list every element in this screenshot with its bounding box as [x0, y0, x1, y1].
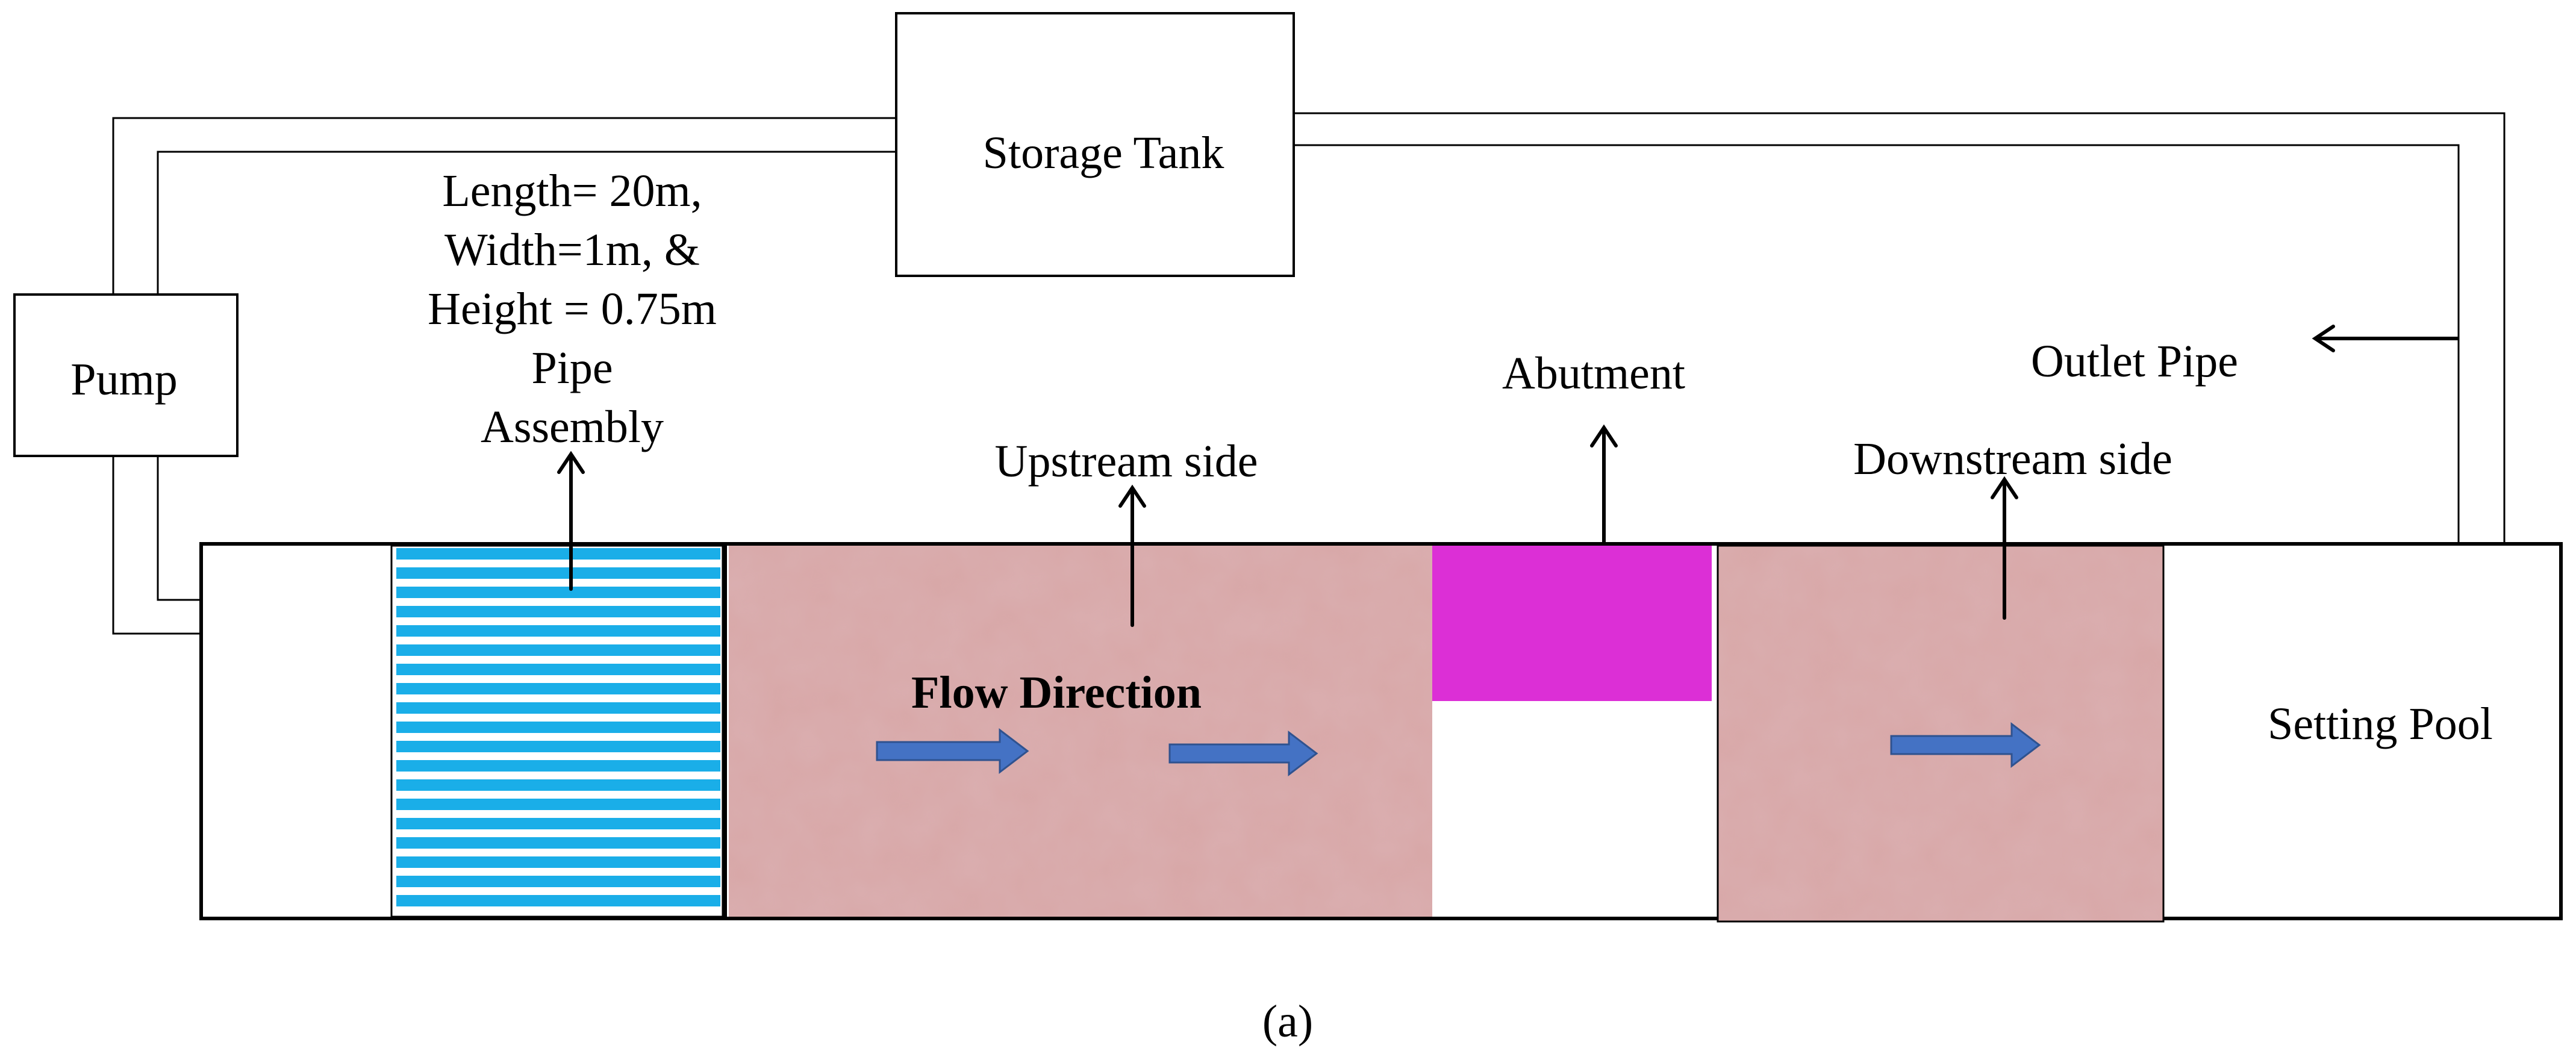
downstream-side-label: Downstream side [1853, 434, 2172, 484]
storage-tank-label: Storage Tank [982, 128, 1224, 178]
pipe-stripe-8 [396, 702, 720, 714]
pipe-loop-right [1294, 112, 2506, 544]
pump-label: Pump [70, 354, 178, 405]
up-arrow-upstream-icon [1118, 484, 1146, 627]
upstream-sediment-texture [729, 546, 1432, 917]
flow-arrow-1-icon [876, 728, 1029, 775]
flow-direction-label: Flow Direction [911, 667, 1202, 718]
upstream-side-label: Upstream side [994, 436, 1258, 487]
pipe-stripe-7 [396, 683, 720, 694]
up-arrow-downstream-icon [1991, 476, 2018, 620]
pipe-assembly-block [390, 544, 724, 918]
setting-pool-label: Setting Pool [2268, 699, 2493, 749]
up-arrow-abutment-icon [1590, 424, 1618, 546]
pipe-stripe-16 [396, 856, 720, 868]
pipe-stripe-18 [396, 895, 720, 906]
pointer-arrows [557, 325, 2459, 627]
pipe-assembly-label-line1: Pipe [531, 343, 613, 393]
pipe-stripe-5 [396, 644, 720, 656]
pipe-stripe-15 [396, 837, 720, 849]
flow-arrow-3-icon [1890, 722, 2041, 769]
pipe-stripe-13 [396, 799, 720, 810]
pipe-stripe-12 [396, 779, 720, 791]
pipe-assembly-stripes [396, 548, 720, 906]
pipe-stripe-3 [396, 606, 720, 617]
pipe-stripe-17 [396, 876, 720, 887]
pipe-right-outer [1294, 112, 2506, 544]
dimension-length: Length= 20m, [442, 166, 702, 216]
storage-tank-box [895, 12, 1295, 277]
flow-arrow-2-icon [1168, 730, 1318, 777]
pipe-assembly-label-line2: Assembly [481, 402, 664, 452]
pipe-right-inner [1294, 144, 2460, 544]
dimensions-note: Length= 20m, Width=1m, & Height = 0.75m … [343, 161, 801, 457]
up-arrow-pipe-assembly-icon [557, 451, 585, 591]
pump-box [13, 293, 239, 457]
pipe-stripe-2 [396, 587, 720, 598]
pipe-stripe-14 [396, 818, 720, 829]
figure-caption: (a) [1262, 996, 1314, 1047]
pipe-stripe-11 [396, 760, 720, 772]
pipe-stripe-6 [396, 664, 720, 675]
dimension-height: Height = 0.75m [428, 284, 717, 334]
left-arrow-outlet-icon [2312, 325, 2459, 352]
pipe-stripe-9 [396, 722, 720, 733]
downstream-sediment-texture [1719, 547, 2162, 920]
pipe-stripe-4 [396, 625, 720, 637]
pipe-stripe-0 [396, 548, 720, 560]
abutment-label: Abutment [1502, 348, 1685, 399]
flow-arrows [876, 722, 2041, 777]
outlet-pipe-label: Outlet Pipe [2030, 336, 2239, 387]
pipe-stripe-10 [396, 741, 720, 752]
abutment-block [1432, 546, 1712, 701]
pipe-stripe-1 [396, 567, 720, 579]
dimension-width: Width=1m, & [444, 225, 700, 275]
